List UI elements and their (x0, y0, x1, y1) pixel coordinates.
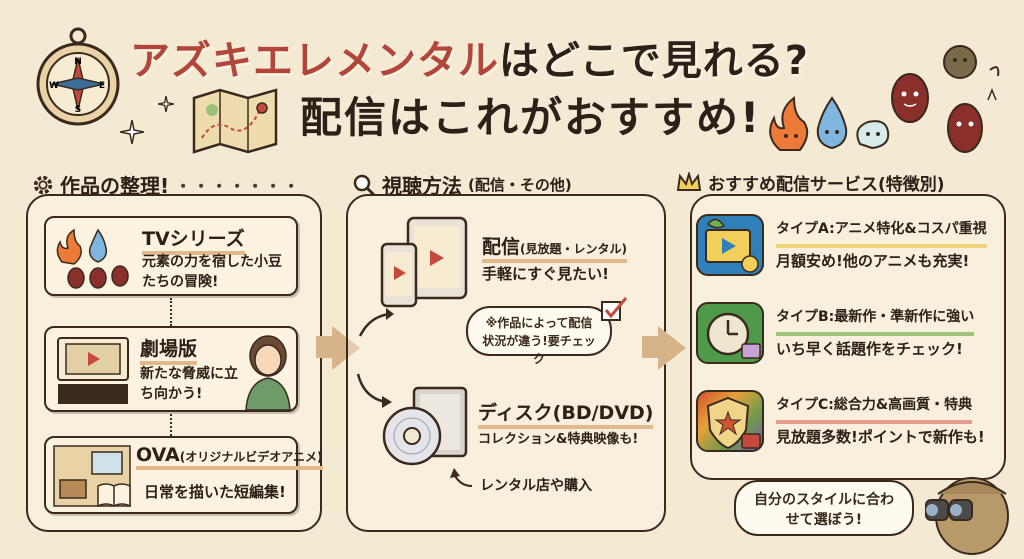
tv-series-text: 元素の力を宿した小豆たちの冒険! (142, 254, 282, 290)
svg-text:N: N (74, 57, 82, 67)
sparkle-icon (120, 120, 144, 144)
page-title: アズキエレメンタルはどこで見れる? (130, 28, 809, 86)
movie-card: 劇場版 新たな脅威に立ち向かう! (44, 326, 298, 412)
title-rest: はどこで見れる? (499, 38, 810, 84)
service-c-type: タイプC:総合力&高画質・特典 (776, 390, 973, 424)
footer-bubble-text: 自分のスタイルに合わせて選ぼう! (754, 492, 894, 528)
curved-arrow-icon (358, 308, 394, 337)
tv-series-card: TVシリーズ 元素の力を宿した小豆たちの冒険! (44, 216, 298, 296)
connector-dots (170, 298, 172, 326)
service-a-text: 月額安め!他のアニメも充実! (776, 252, 970, 270)
svg-text:S: S (75, 105, 81, 115)
streaming-text: 手軽にすぐ見たい! (482, 265, 609, 283)
note-bubble: ※作品によって配信状況が違う!要チェック (466, 306, 612, 366)
disc-icon (382, 386, 468, 466)
service-a-icon (696, 214, 764, 276)
devices-icon (380, 216, 468, 308)
magnifier-icon (353, 174, 376, 196)
element-beans-icon (56, 228, 129, 289)
pointer-arrow-icon (450, 468, 473, 487)
crown-icon (676, 171, 702, 191)
service-b-icon (696, 302, 764, 364)
connector-dots (170, 414, 172, 436)
service-b-text: いち早く話題作をチェック! (776, 340, 963, 358)
streaming-subtitle: (見放題・レンタル) (520, 242, 627, 256)
svg-text:E: E (99, 81, 105, 91)
ova-subtitle: (オリジナルビデオアニメ) (179, 450, 323, 464)
ova-title: OVA (136, 444, 180, 466)
disc-text: コレクション&特典映像も! (478, 432, 639, 447)
service-c-text: 見放題多数!ポイントで新作も! (776, 428, 985, 446)
page-subtitle: 配信はこれがおすすめ! (300, 93, 762, 142)
service-a-type: タイプA:アニメ特化&コスパ重視 (776, 214, 987, 248)
bean-characters-illustration (769, 45, 1000, 153)
movie-text: 新たな脅威に立ち向かう! (140, 366, 238, 402)
services-header-text: おすすめ配信サービス(特徴別) (708, 175, 945, 195)
services-section-header: おすすめ配信サービス(特徴別) (676, 170, 945, 195)
title-highlight: アズキエレメンタル (130, 38, 499, 84)
gear-icon (33, 175, 53, 194)
flow-arrow (316, 336, 334, 358)
ova-text: 日常を描いた短編集! (144, 483, 286, 501)
flow-arrow (642, 336, 660, 358)
streaming-title: 配信 (482, 236, 521, 258)
svg-text:W: W (49, 81, 59, 91)
rental-text: レンタル店や購入 (480, 478, 592, 494)
girl-character-icon (245, 335, 291, 410)
checkbox-icon (601, 297, 628, 321)
theater-screen-icon (57, 337, 129, 404)
movie-title: 劇場版 (140, 334, 198, 365)
ova-card: OVA(オリジナルビデオアニメ) 日常を描いた短編集! (44, 436, 323, 514)
flow-arrow-head (658, 326, 686, 370)
treasure-map-icon (192, 88, 278, 154)
book-icon (97, 483, 131, 508)
compass-icon: N E W S (36, 27, 120, 126)
tv-series-title: TVシリーズ (142, 224, 245, 255)
works-header-dots: ・・・・・・・ (175, 176, 302, 196)
disc-title: ディスク(BD/DVD) (478, 398, 654, 429)
curved-arrow-icon (356, 373, 392, 408)
sparkle-icon (158, 96, 174, 112)
binoculars-character-icon (925, 477, 1009, 555)
note-text: ※作品によって配信状況が違う!要チェック (482, 316, 596, 366)
service-c-icon (696, 390, 764, 452)
service-b-type: タイプB:最新作・準新作に強い (776, 302, 975, 336)
disc-title-text: ディスク(BD/DVD) (478, 398, 654, 429)
footer-speech-bubble: 自分のスタイルに合わせて選ぼう! (734, 480, 914, 536)
watch-header-sub: (配信・その他) (468, 176, 572, 194)
